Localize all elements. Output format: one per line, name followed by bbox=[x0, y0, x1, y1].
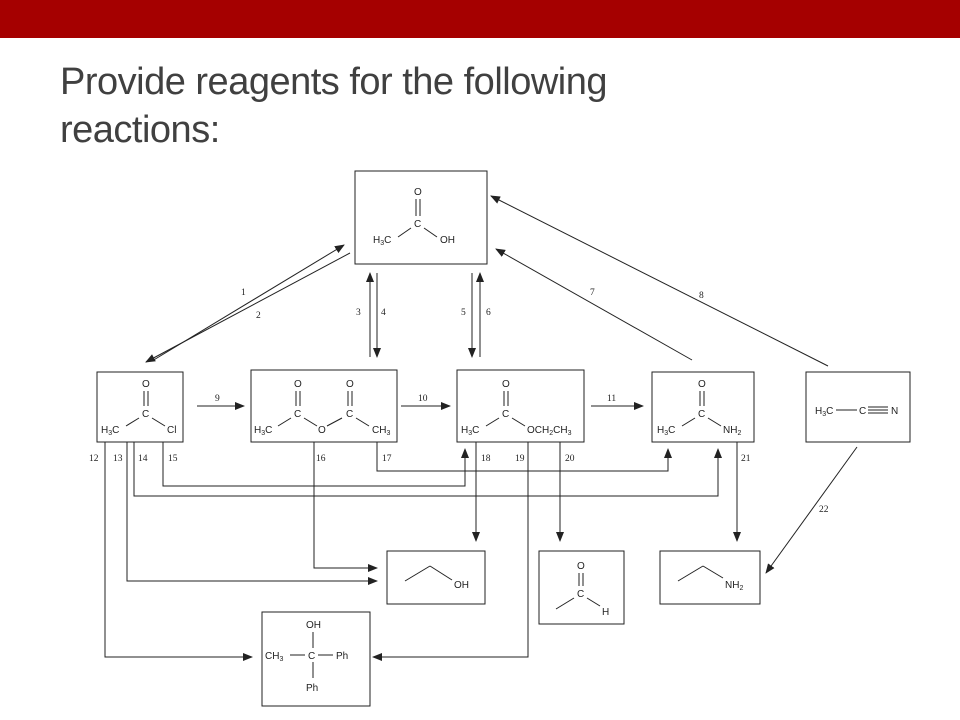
atom-label: C bbox=[142, 409, 149, 420]
title-line-1: Provide reagents for the following bbox=[60, 61, 608, 103]
reaction-number-7: 7 bbox=[590, 288, 595, 298]
atom-label: H3C bbox=[254, 425, 272, 437]
atom-label: CH3 bbox=[372, 425, 390, 437]
reaction-number-2: 2 bbox=[256, 311, 261, 321]
atom-label: C bbox=[346, 409, 353, 420]
box-acetic-anhydride bbox=[250, 369, 398, 443]
reaction-number-13: 13 bbox=[113, 454, 123, 464]
atom-label: C bbox=[502, 409, 509, 420]
top-bar bbox=[0, 0, 960, 38]
reaction-number-21: 21 bbox=[741, 454, 751, 464]
reaction-number-3: 3 bbox=[356, 308, 361, 318]
box-acetic-acid bbox=[354, 170, 488, 265]
atom-label: O bbox=[346, 379, 354, 390]
atom-label: NH2 bbox=[723, 425, 741, 437]
atom-label: H3C bbox=[815, 406, 833, 418]
atom-label: O bbox=[142, 379, 150, 390]
reaction-number-16: 16 bbox=[316, 454, 326, 464]
reaction-number-19: 19 bbox=[515, 454, 525, 464]
molecule-acetamide: O C H3C NH2 bbox=[657, 379, 741, 437]
atom-label: H3C bbox=[657, 425, 675, 437]
reaction-number-11: 11 bbox=[607, 394, 616, 404]
atom-label: O bbox=[318, 425, 326, 436]
reaction-number-18: 18 bbox=[481, 454, 491, 464]
atom-label: H3C bbox=[461, 425, 479, 437]
atom-label: O bbox=[502, 379, 510, 390]
reaction-number-8: 8 bbox=[699, 291, 704, 301]
atom-label: N bbox=[891, 406, 898, 417]
reaction-numbers: 1 2 3 4 5 6 7 8 9 10 11 12 13 14 15 16 1… bbox=[89, 288, 829, 515]
arrow-7 bbox=[495, 248, 693, 361]
arrow-17 bbox=[376, 442, 672, 472]
reaction-number-6: 6 bbox=[486, 308, 491, 318]
atom-label: C bbox=[859, 406, 866, 417]
molecule-ethylamine: NH2 bbox=[677, 565, 743, 592]
atom-label: OH bbox=[454, 580, 469, 591]
atom-label: Ph bbox=[336, 651, 348, 662]
title-line-2: reactions: bbox=[60, 109, 220, 151]
arrow-14 bbox=[133, 442, 722, 497]
arrow-2 bbox=[145, 252, 351, 363]
atom-label: C bbox=[308, 651, 315, 662]
molecule-tertiary-alcohol: OH C CH3 Ph Ph bbox=[265, 620, 348, 694]
molecule-ethanol: OH bbox=[404, 565, 469, 591]
reaction-number-22: 22 bbox=[819, 505, 829, 515]
atom-label: C bbox=[294, 409, 301, 420]
atom-label: H bbox=[602, 607, 609, 618]
atom-label: NH2 bbox=[725, 580, 743, 592]
molecule-acetonitrile: H3C C N bbox=[815, 406, 898, 418]
box-acetamide bbox=[651, 371, 755, 443]
arrow-19 bbox=[372, 442, 529, 661]
atom-label: Ph bbox=[306, 683, 318, 694]
reaction-number-5: 5 bbox=[461, 308, 466, 318]
atom-label: OH bbox=[306, 620, 321, 631]
atom-label: O bbox=[698, 379, 706, 390]
reaction-number-15: 15 bbox=[168, 454, 178, 464]
arrow-16 bbox=[313, 442, 378, 572]
box-acetaldehyde bbox=[538, 550, 625, 625]
atom-label: C bbox=[414, 219, 421, 230]
atom-label: H3C bbox=[101, 425, 119, 437]
reaction-number-14: 14 bbox=[138, 454, 148, 464]
box-ethyl-acetate bbox=[456, 369, 585, 443]
molecule-acetaldehyde: O C H bbox=[555, 561, 609, 618]
box-ethanol bbox=[386, 550, 486, 605]
atom-label: OH bbox=[440, 235, 455, 246]
atom-label: H3C bbox=[373, 235, 391, 247]
atom-label: Cl bbox=[167, 425, 176, 436]
arrow-13 bbox=[126, 442, 378, 585]
box-acetonitrile bbox=[805, 371, 911, 443]
molecule-acetic-acid: O C H3C OH bbox=[373, 187, 455, 247]
reaction-number-9: 9 bbox=[215, 394, 220, 404]
arrow-8 bbox=[490, 195, 829, 367]
atom-label: C bbox=[698, 409, 705, 420]
reaction-arrows bbox=[104, 195, 858, 661]
molecule-acetyl-chloride: O C H3C Cl bbox=[101, 379, 176, 437]
atom-label: CH3 bbox=[265, 651, 283, 663]
molecule-acetic-anhydride: O C O C H3C O CH3 bbox=[254, 379, 390, 437]
reaction-number-12: 12 bbox=[89, 454, 99, 464]
arrow-22 bbox=[765, 446, 858, 574]
arrow-12 bbox=[104, 442, 253, 661]
atom-label: OCH2CH3 bbox=[527, 425, 572, 437]
atom-label: O bbox=[577, 561, 585, 572]
box-tertiary-alcohol bbox=[261, 611, 371, 707]
molecule-ethyl-acetate: O C H3C OCH2CH3 bbox=[461, 379, 572, 437]
atom-label: O bbox=[414, 187, 422, 198]
atom-label: O bbox=[294, 379, 302, 390]
box-acetyl-chloride bbox=[96, 371, 184, 443]
atom-label: C bbox=[577, 589, 584, 600]
slide-title: Provide reagents for the following react… bbox=[60, 58, 920, 154]
reaction-number-1: 1 bbox=[241, 288, 246, 298]
reaction-number-20: 20 bbox=[565, 454, 575, 464]
reaction-number-4: 4 bbox=[381, 308, 386, 318]
reaction-number-17: 17 bbox=[382, 454, 392, 464]
reaction-number-10: 10 bbox=[418, 394, 428, 404]
box-ethylamine bbox=[659, 550, 761, 605]
